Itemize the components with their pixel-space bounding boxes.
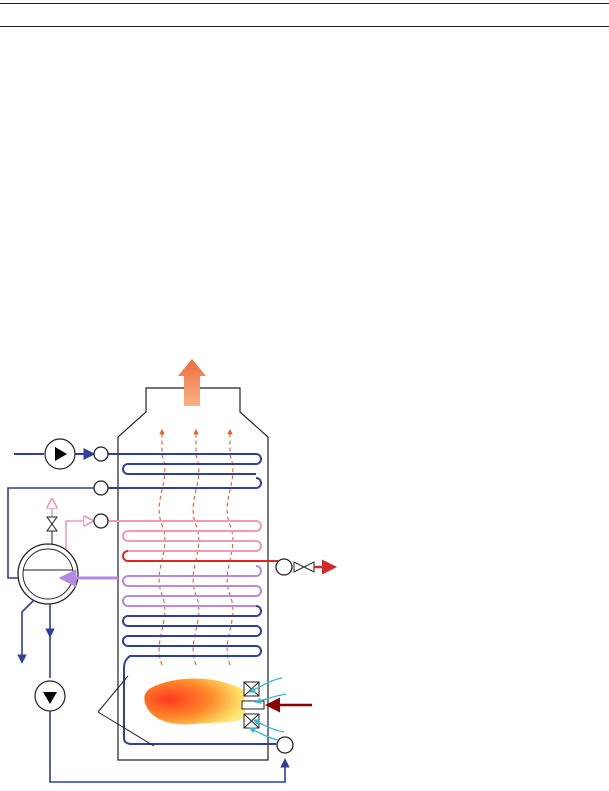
economizer-coil [108,453,262,475]
reheater-coil [122,565,262,607]
exhaust-arrow-icon [178,359,206,406]
callout-lines [97,675,155,747]
superheater-inlet-node [93,513,109,529]
superheater-coil-low [108,520,262,552]
flame-icon [144,678,246,725]
feed-node [93,446,109,462]
economizer-coil-2 [108,477,262,489]
drum-downcomer [17,599,55,678]
economizer-outlet-node [93,480,109,496]
superheater-outlet-node [275,558,293,576]
circulation-line [49,711,290,783]
air-flow [248,677,287,741]
drum-steam-line [52,500,92,550]
valve-icon [46,516,58,548]
boiler-casing [117,387,269,761]
evaporator-inlet-node [276,736,294,754]
outlet-valve-icon [293,561,315,573]
evaporator-coil [122,605,276,745]
flue-gas-flow [158,428,234,666]
header-rule-lower [0,26,609,27]
header-rule [0,3,609,4]
superheater-coil-final [122,550,278,562]
burner-icon [241,681,265,729]
pump-icon [14,438,96,470]
drum-icon [17,543,79,605]
circulation-pump-icon [34,680,66,712]
